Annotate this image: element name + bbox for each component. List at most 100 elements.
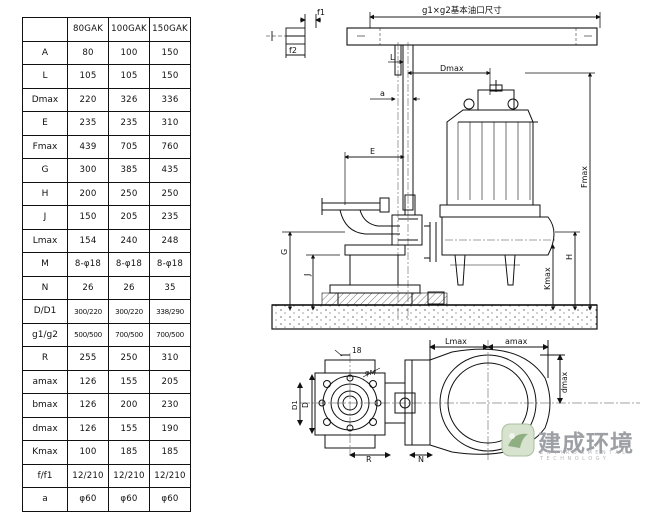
value-cell: 300/220	[67, 299, 109, 324]
value-cell: 235	[67, 111, 109, 136]
value-cell: 150	[149, 40, 191, 65]
value-cell: 100	[67, 440, 109, 465]
value-cell: 185	[149, 440, 191, 465]
value-cell: 205	[149, 369, 191, 394]
row-label-cell: a	[22, 487, 68, 512]
dimension-lines	[282, 59, 595, 311]
value-cell: 35	[149, 275, 191, 300]
svg-text:L: L	[390, 53, 395, 62]
value-cell: 230	[149, 393, 191, 418]
svg-text:amax: amax	[505, 337, 528, 346]
value-cell: 500/500	[67, 322, 109, 347]
row-label-cell: Kmax	[22, 440, 68, 465]
value-cell: φ60	[67, 487, 109, 512]
row-label-cell: R	[22, 346, 68, 371]
value-cell: 126	[67, 393, 109, 418]
row-label-cell: M	[22, 252, 68, 277]
row-label-cell: f/f1	[22, 463, 68, 488]
value-cell: 248	[149, 228, 191, 253]
pump-installation-drawing: g1×g2基本油口尺寸 f1 f2	[266, 5, 640, 464]
svg-text:f1: f1	[317, 8, 325, 17]
svg-text:N: N	[418, 455, 424, 464]
model-header-cell: 150GAK	[149, 17, 191, 42]
svg-text:Fmax: Fmax	[580, 166, 589, 188]
svg-text:Dmax: Dmax	[440, 64, 464, 73]
discharge-elbow	[321, 194, 445, 305]
value-cell: 338/290	[149, 299, 191, 324]
top-dimension	[369, 12, 601, 28]
value-cell: φ60	[149, 487, 191, 512]
row-label-cell: bmax	[22, 393, 68, 418]
value-cell: 8-φ18	[149, 252, 191, 277]
value-cell: 250	[108, 346, 150, 371]
value-cell: 155	[108, 416, 150, 441]
svg-text:D1: D1	[291, 400, 299, 410]
floor-slab	[271, 292, 598, 330]
value-cell: 700/500	[149, 322, 191, 347]
value-cell: 100	[108, 40, 150, 65]
value-cell: φ60	[108, 487, 150, 512]
value-cell: 310	[149, 346, 191, 371]
value-cell: 26	[67, 275, 109, 300]
value-cell: 126	[67, 369, 109, 394]
value-cell: 336	[149, 87, 191, 112]
svg-text:φM: φM	[365, 369, 376, 377]
logo-icon	[501, 423, 535, 457]
value-cell: 8-φ18	[108, 252, 150, 277]
value-cell: 255	[67, 346, 109, 371]
value-cell: 150	[149, 64, 191, 89]
value-cell: 155	[108, 369, 150, 394]
value-cell: 80	[67, 40, 109, 65]
value-cell: 12/210	[108, 463, 150, 488]
svg-text:R: R	[366, 455, 372, 464]
value-cell: 12/210	[67, 463, 109, 488]
value-cell: 205	[108, 205, 150, 230]
svg-text:18: 18	[352, 346, 362, 355]
row-label-cell: amax	[22, 369, 68, 394]
value-cell: 185	[108, 440, 150, 465]
value-cell: 326	[108, 87, 150, 112]
svg-text:f2: f2	[289, 46, 297, 55]
svg-text:Lmax: Lmax	[445, 337, 467, 346]
pump-motor	[424, 80, 555, 286]
value-cell: 12/210	[149, 463, 191, 488]
row-label-cell: E	[22, 111, 68, 136]
svg-text:D: D	[301, 402, 310, 408]
top-beam	[346, 27, 598, 46]
value-cell: 300/220	[108, 299, 150, 324]
value-cell: 310	[149, 111, 191, 136]
value-cell: 200	[67, 181, 109, 206]
value-cell: 220	[67, 87, 109, 112]
value-cell: 700/500	[108, 322, 150, 347]
row-label-cell: L	[22, 64, 68, 89]
row-label-cell: H	[22, 181, 68, 206]
row-label-cell: dmax	[22, 416, 68, 441]
bracket-detail	[266, 14, 321, 58]
row-label-cell: D/D1	[22, 299, 68, 324]
row-label-cell: A	[22, 40, 68, 65]
logo-subtext: ENVIRONMENTAL TECHNOLOGY	[540, 450, 629, 462]
row-label-cell: g1/g2	[22, 322, 68, 347]
svg-text:a: a	[380, 89, 385, 98]
row-label-cell: N	[22, 275, 68, 300]
plan-view	[297, 340, 640, 460]
svg-text:H: H	[565, 254, 574, 260]
value-cell: 760	[149, 134, 191, 159]
